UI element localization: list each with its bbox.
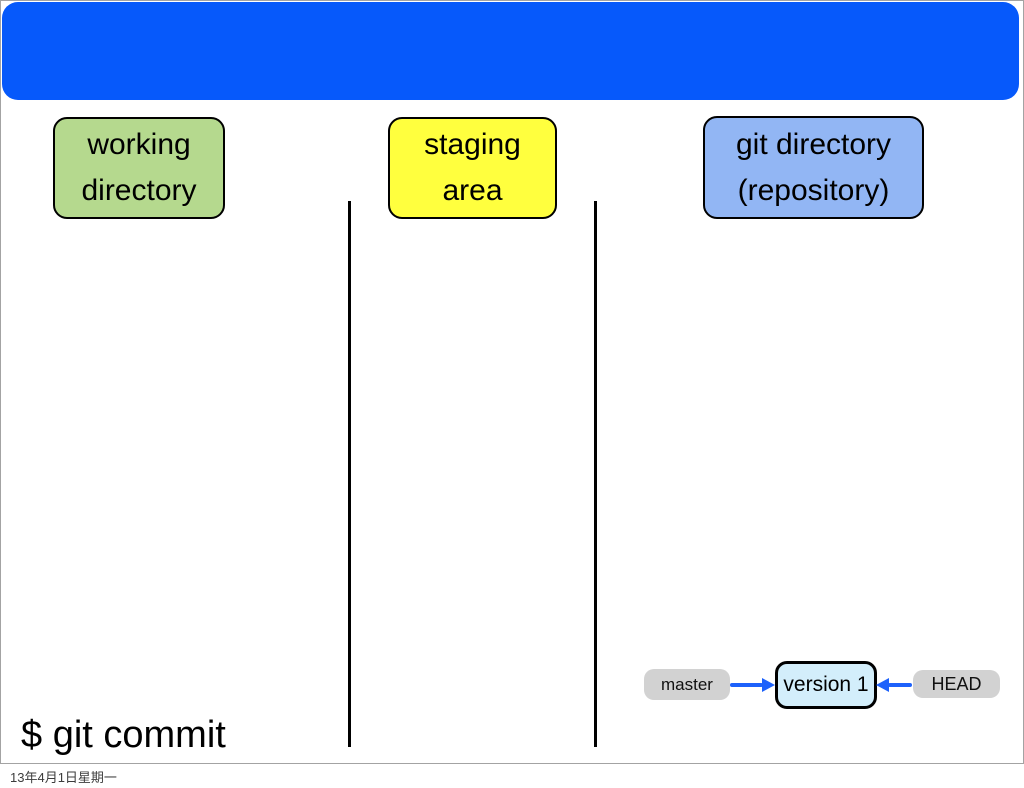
working-directory-label-line2: directory bbox=[81, 174, 197, 207]
title-bar bbox=[2, 2, 1019, 100]
staging-area-label-line2: area bbox=[442, 174, 503, 207]
master-branch-pill: master bbox=[644, 669, 730, 700]
head-pill: HEAD bbox=[913, 670, 1000, 698]
staging-area-label-line1: staging bbox=[424, 128, 521, 161]
master-arrow-shaft bbox=[730, 683, 763, 687]
git-directory-box: git directory (repository) bbox=[703, 116, 924, 219]
version-1-label: version 1 bbox=[783, 673, 869, 696]
head-label: HEAD bbox=[931, 673, 982, 694]
footer-date: 13年4月1日星期一 bbox=[10, 769, 117, 785]
staging-area-box: staging area bbox=[388, 117, 557, 219]
slide: working directory staging area git direc… bbox=[0, 0, 1024, 764]
master-branch-label: master bbox=[661, 674, 713, 694]
git-command-text: $ git commit bbox=[21, 714, 226, 756]
column-divider-left bbox=[348, 201, 351, 747]
master-arrow-head-icon bbox=[762, 678, 775, 692]
git-directory-label-line1: git directory bbox=[735, 127, 892, 161]
head-arrow-shaft bbox=[888, 683, 912, 687]
working-directory-box: working directory bbox=[53, 117, 225, 219]
working-directory-label-line1: working bbox=[87, 128, 191, 161]
footer-bar: 13年4月1日星期一 bbox=[0, 764, 1024, 788]
version-1-node: version 1 bbox=[775, 661, 877, 709]
git-directory-label-line2: (repository) bbox=[737, 173, 890, 207]
head-arrow-head-icon bbox=[876, 678, 889, 692]
column-divider-right bbox=[594, 201, 597, 747]
